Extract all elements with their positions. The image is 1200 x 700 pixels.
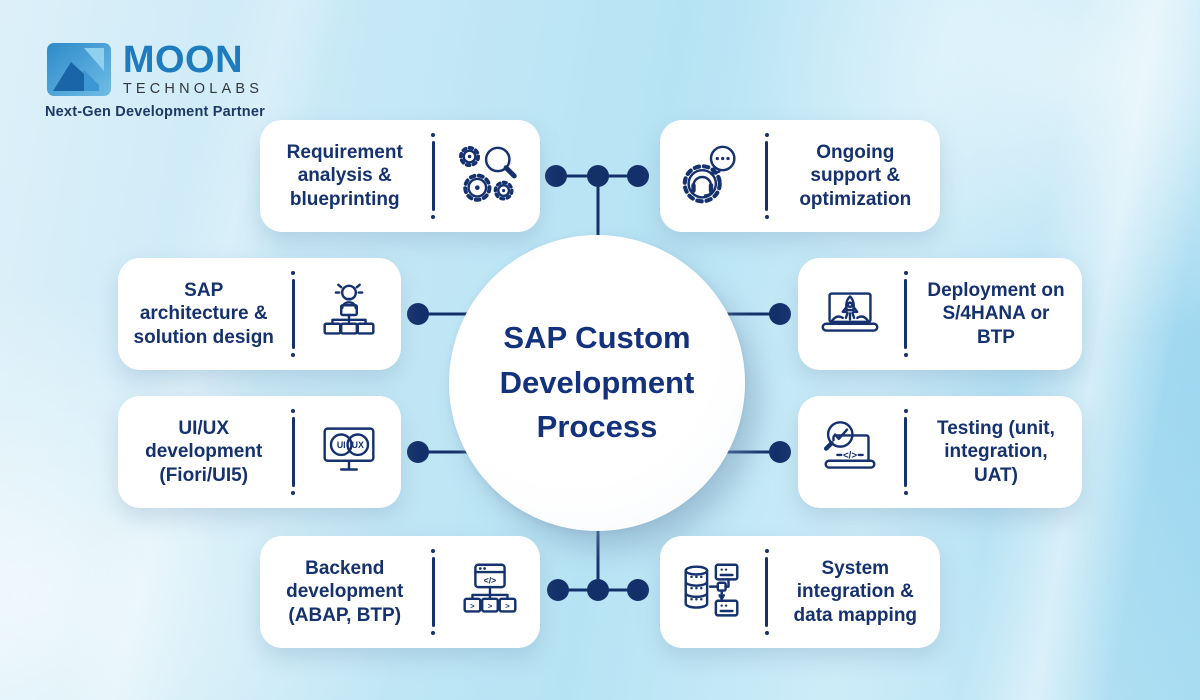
card-label: SAP architecture & solution design	[133, 280, 274, 348]
card-divider	[431, 133, 436, 219]
gears-magnifier-icon	[451, 140, 526, 212]
card-divider	[903, 409, 908, 495]
card-divider	[291, 409, 296, 495]
process-title: SAP Custom Development Process	[500, 316, 695, 451]
center-process-circle: SAP Custom Development Process	[449, 235, 745, 531]
database-mapping-icon	[674, 556, 749, 628]
card-label: System integration & data mapping	[793, 558, 918, 626]
card-divider	[764, 133, 769, 219]
card-label: UI/UX development (Fiori/UI5)	[145, 418, 263, 486]
card-label: Requirement analysis & blueprinting	[286, 142, 403, 210]
support-gear-chat-icon	[674, 140, 749, 212]
svg-text:</>: </>	[843, 450, 857, 461]
brand-logo: MOON TECHNOLABS Next-Gen Development Par…	[45, 39, 265, 121]
card-system-integration: System integration & data mapping	[660, 536, 940, 648]
idea-orgchart-icon	[311, 278, 387, 350]
svg-text:>: >	[470, 601, 475, 610]
card-testing: </> Testing (unit, integration, UAT)	[798, 396, 1082, 508]
svg-text:>: >	[505, 601, 510, 610]
card-ongoing-support: Ongoing support & optimization	[660, 120, 940, 232]
code-window-nodes-icon: </> > > >	[451, 556, 526, 628]
card-label: Deployment on S/4HANA or BTP	[927, 280, 1065, 348]
card-divider	[291, 271, 296, 357]
svg-text:UI: UI	[337, 440, 346, 450]
card-divider	[764, 549, 769, 635]
brand-name: MOON	[122, 39, 244, 81]
card-label: Backend development (ABAP, BTP)	[286, 558, 404, 626]
card-divider	[431, 549, 436, 635]
card-deployment: Deployment on S/4HANA or BTP	[798, 258, 1082, 370]
card-sap-architecture: SAP architecture & solution design	[118, 258, 401, 370]
svg-text:</>: </>	[483, 576, 496, 586]
process-title-line3: Process	[536, 409, 658, 445]
svg-text:>: >	[487, 601, 492, 610]
laptop-rocket-icon	[812, 278, 888, 350]
card-divider	[903, 271, 908, 357]
monitor-uiux-icon: UI UX	[311, 416, 387, 488]
brand-tagline: Next-Gen Development Partner	[45, 104, 265, 121]
moon-logo-icon	[46, 43, 111, 97]
card-label: Testing (unit, integration, UAT)	[937, 418, 1055, 486]
process-title-line2: Development	[499, 364, 695, 400]
svg-text:UX: UX	[352, 440, 364, 450]
card-backend-development: Backend development (ABAP, BTP) </> > > …	[260, 536, 540, 648]
process-title-line1: SAP Custom	[503, 319, 691, 355]
card-requirement-analysis: Requirement analysis & blueprinting	[260, 120, 540, 232]
card-uiux-development: UI/UX development (Fiori/UI5) UI UX	[118, 396, 401, 508]
brand-subname: TECHNOLABS	[122, 81, 264, 98]
card-label: Ongoing support & optimization	[799, 142, 912, 210]
magnifier-check-code-icon: </>	[812, 416, 888, 488]
